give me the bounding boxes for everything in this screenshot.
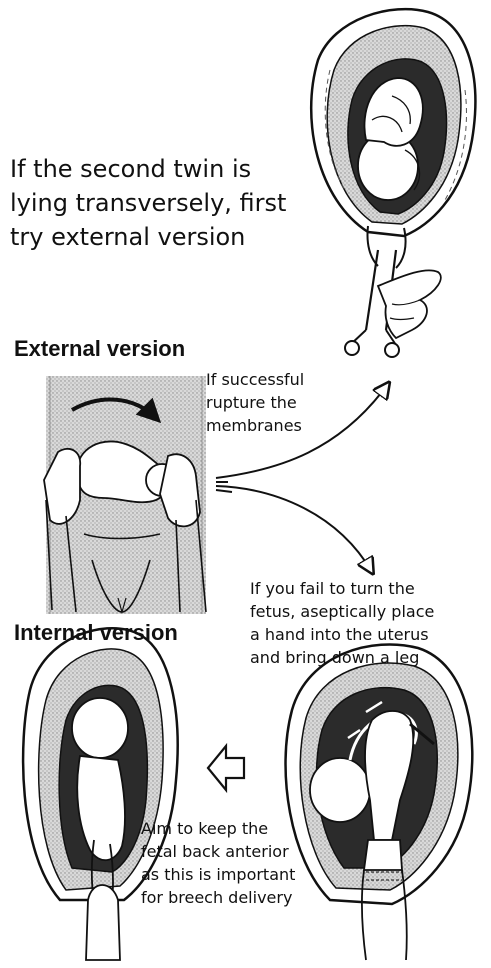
external-version-heading: External version: [14, 336, 185, 362]
intro-text: If the second twin is lying transversely…: [10, 152, 286, 254]
open-arrow-left-icon: [208, 746, 244, 790]
success-line-2: rupture the: [206, 391, 304, 414]
fail-line-1: If you fail to turn the: [250, 577, 434, 600]
fail-note: If you fail to turn the fetus, aseptical…: [250, 577, 434, 669]
fail-line-3: a hand into the uterus: [250, 623, 434, 646]
internal-version-result-figure: [23, 628, 178, 960]
success-line-1: If successful: [206, 368, 304, 391]
success-line-3: membranes: [206, 414, 304, 437]
external-version-figure: [44, 376, 206, 614]
arrow-to-fail: [216, 486, 372, 572]
uterus-forceps-figure: [311, 9, 475, 357]
success-note: If successful rupture the membranes: [206, 368, 304, 437]
intro-line-2: lying transversely, first: [10, 186, 286, 220]
internal-version-heading: Internal version: [14, 620, 178, 646]
intro-line-3: try external version: [10, 220, 286, 254]
internal-line-3: as this is important: [141, 863, 295, 886]
fail-line-4: and bring down a leg: [250, 646, 434, 669]
fail-line-2: fetus, aseptically place: [250, 600, 434, 623]
internal-version-hand-figure: [286, 644, 473, 960]
internal-line-2: fetal back anterior: [141, 840, 295, 863]
intro-line-1: If the second twin is: [10, 152, 286, 186]
internal-line-1: Aim to keep the: [141, 817, 295, 840]
internal-note: Aim to keep the fetal back anterior as t…: [141, 817, 295, 909]
internal-line-4: for breech delivery: [141, 886, 295, 909]
